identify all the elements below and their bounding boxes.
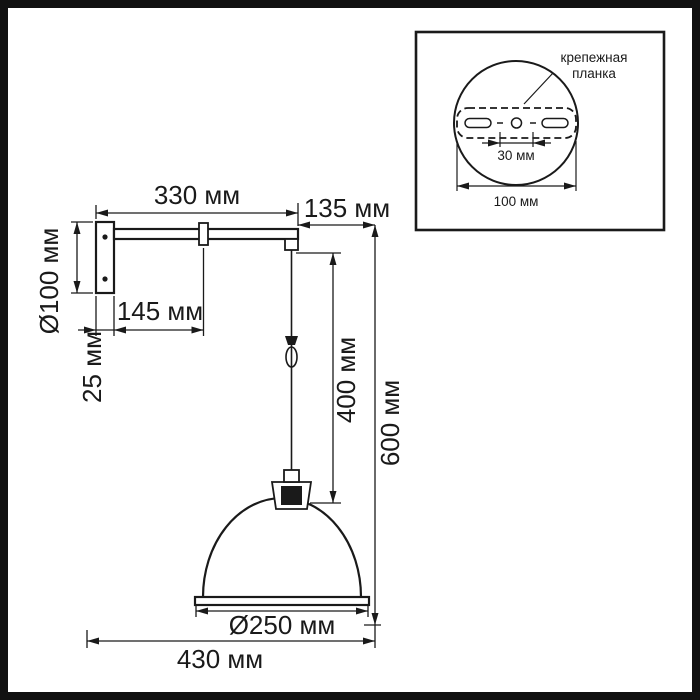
dim-label-shade-diameter: Ø250 мм bbox=[229, 610, 336, 640]
plate-screw-bottom bbox=[102, 276, 108, 282]
dim-hole-spacing: 30 мм bbox=[482, 132, 551, 163]
dim-label-plate-diameter: Ø100 мм bbox=[34, 228, 64, 335]
dim-shade-diameter: Ø250 мм bbox=[195, 605, 369, 640]
dim-label-plate-depth: 25 мм bbox=[77, 331, 107, 403]
arm-cable-holder bbox=[284, 238, 299, 251]
dim-plate-width: 100 мм bbox=[456, 141, 577, 209]
dim-label-overall-height: 600 мм bbox=[375, 380, 405, 466]
shade-rim bbox=[193, 595, 371, 607]
dim-label-suspension: 400 мм bbox=[331, 337, 361, 423]
dim-label-hole-spacing: 30 мм bbox=[497, 148, 534, 163]
dim-overall-width: 430 мм bbox=[86, 630, 375, 674]
callout-mounting-plate: крепежная планка bbox=[523, 50, 628, 105]
arm-elbow-joint bbox=[198, 222, 209, 246]
wall-plate bbox=[94, 220, 116, 295]
detail-inset: крепежная планка 30 мм 100 мм bbox=[414, 30, 666, 232]
dim-arm-segment: 145 мм bbox=[78, 248, 205, 336]
dim-suspension-height: 400 мм bbox=[296, 252, 361, 504]
dim-overall-height: 600 мм bbox=[364, 225, 405, 648]
callout-label-line1: крепежная bbox=[561, 50, 628, 65]
socket-cap bbox=[283, 469, 300, 483]
dim-arm-length: 330 мм bbox=[95, 180, 299, 226]
lamp-socket bbox=[270, 469, 313, 510]
dim-label-plate-width: 100 мм bbox=[494, 194, 539, 209]
slot-hole-right bbox=[541, 117, 569, 129]
dim-label-overall-width: 430 мм bbox=[177, 644, 263, 674]
lamp-shade bbox=[193, 496, 371, 607]
dim-label-arm-length: 330 мм bbox=[154, 180, 240, 210]
mounting-plate-detail bbox=[456, 107, 577, 139]
dim-label-arm-offset: 135 мм bbox=[304, 193, 390, 223]
dim-plate-diameter: Ø100 мм bbox=[34, 221, 93, 335]
dim-plate-depth: 25 мм bbox=[77, 331, 107, 403]
dim-arm-offset: 135 мм bbox=[298, 193, 390, 229]
swing-arm bbox=[112, 222, 300, 251]
center-hole bbox=[510, 117, 523, 129]
cord-adjuster bbox=[285, 336, 298, 368]
plate-screw-top bbox=[102, 234, 108, 240]
slot-hole-left bbox=[464, 117, 492, 129]
callout-label-line2: планка bbox=[572, 66, 616, 81]
shade-dome bbox=[201, 496, 363, 598]
callout-leader-line bbox=[523, 72, 554, 105]
dim-label-arm-segment: 145 мм bbox=[117, 296, 203, 326]
